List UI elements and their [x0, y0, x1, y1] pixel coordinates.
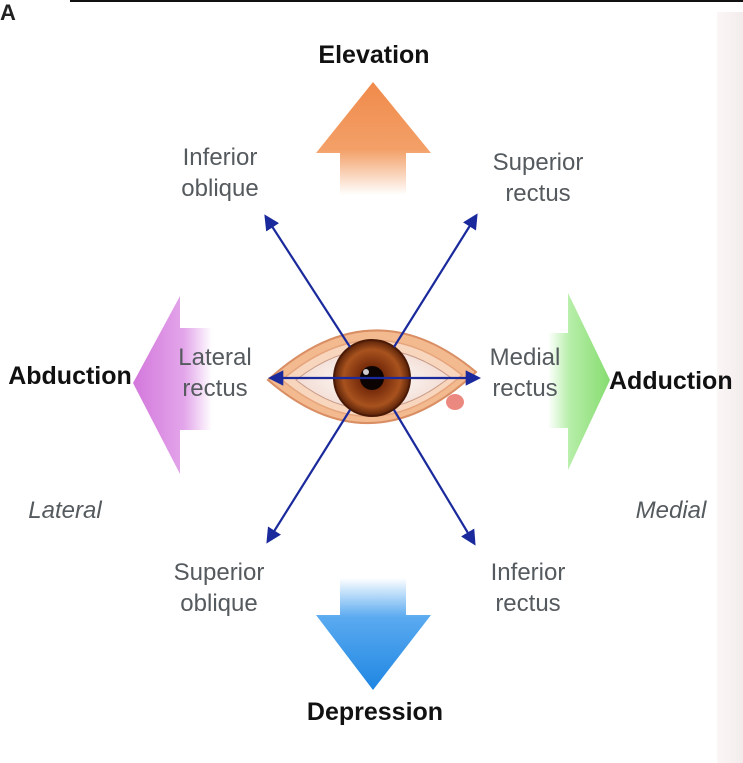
muscle-inferior-rectus-line1: Inferior: [490, 559, 566, 586]
muscle-superior-rectus: Superior rectus: [482, 147, 594, 209]
muscle-inferior-rectus: Inferior rectus: [480, 557, 576, 619]
action-vectors: [264, 213, 482, 546]
eye-icon: [266, 329, 478, 425]
label-elevation: Elevation: [318, 41, 430, 69]
page-edge-shadow: [717, 12, 743, 763]
muscle-medial-rectus-line2: rectus: [492, 375, 558, 402]
vector-inferior-oblique: [264, 214, 351, 348]
label-lateral: Lateral: [28, 497, 102, 524]
adduction-arrow-icon: [548, 293, 610, 470]
vector-superior-rectus: [393, 213, 478, 348]
muscle-superior-rectus-line2: rectus: [505, 180, 571, 207]
abduction-arrow-icon: [133, 296, 212, 474]
muscle-superior-rectus-line1: Superior: [492, 149, 584, 176]
muscle-inferior-oblique-line2: oblique: [181, 175, 259, 202]
muscle-inferior-rectus-line2: rectus: [495, 590, 561, 617]
muscle-medial-rectus-line1: Medial: [489, 344, 561, 371]
muscle-superior-oblique-line1: Superior: [173, 559, 265, 586]
vector-inferior-rectus: [393, 409, 476, 546]
muscle-medial-rectus: Medial rectus: [482, 342, 568, 404]
muscle-lateral-rectus-line1: Lateral: [178, 344, 252, 371]
muscle-inferior-oblique-line1: Inferior: [182, 144, 258, 171]
depression-arrow-icon: [316, 578, 431, 690]
elevation-arrow-icon: [316, 82, 431, 195]
label-medial: Medial: [635, 497, 707, 524]
panel-label: A: [0, 0, 16, 25]
vector-superior-oblique: [266, 409, 351, 544]
muscle-superior-oblique: Superior oblique: [164, 557, 274, 619]
muscle-lateral-rectus: Lateral rectus: [170, 342, 260, 404]
muscle-superior-oblique-line2: oblique: [180, 590, 258, 617]
label-adduction: Adduction: [609, 367, 733, 395]
muscle-inferior-oblique: Inferior oblique: [170, 142, 270, 204]
label-abduction: Abduction: [8, 362, 132, 390]
muscle-lateral-rectus-line2: rectus: [182, 375, 248, 402]
top-rule: [70, 0, 743, 2]
label-depression: Depression: [306, 698, 444, 726]
